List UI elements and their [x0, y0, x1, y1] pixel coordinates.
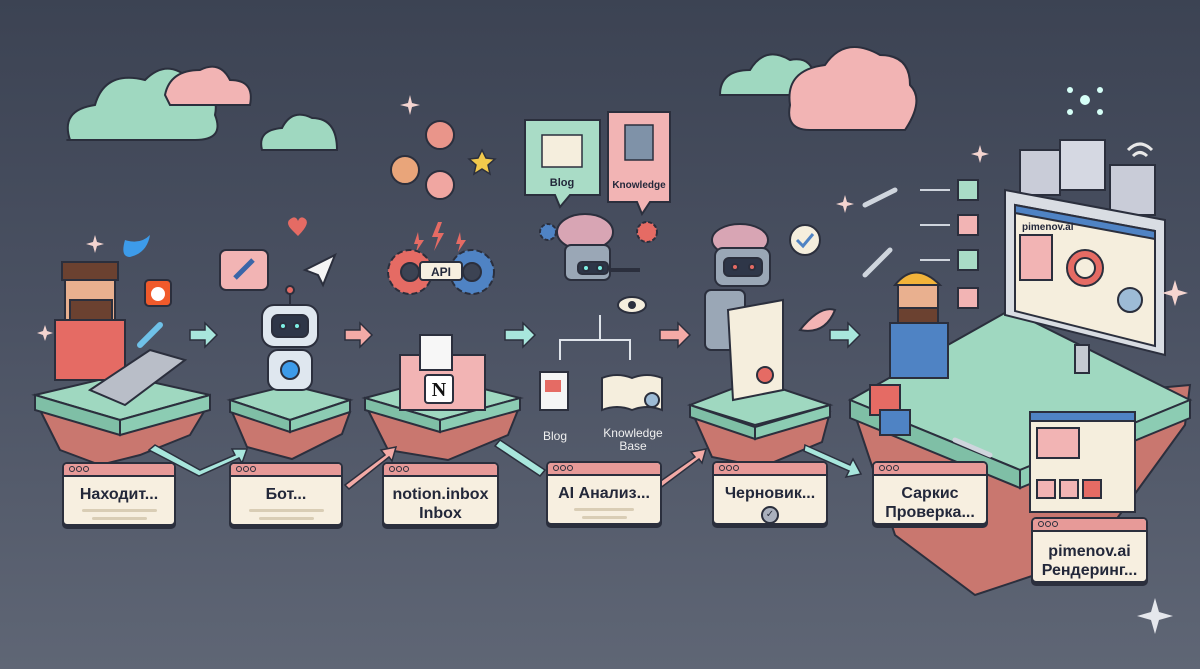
- output-blog-label: Blog: [542, 429, 568, 443]
- cloud-icon: [66, 65, 339, 151]
- blog-bubble-label: Blog: [550, 177, 574, 189]
- step-label: AI Анализ...: [558, 485, 650, 502]
- island-2: [226, 383, 354, 461]
- reddit-icon: [144, 279, 172, 307]
- writer-robot-icon: [704, 223, 837, 402]
- step-label: notion.inbox: [392, 486, 489, 503]
- heart-icon: [288, 217, 307, 236]
- step-card-7: pimenov.ai Рендеринг...: [1031, 517, 1148, 583]
- step-card-4: AI Анализ...: [546, 461, 662, 525]
- network-icon: [1067, 87, 1103, 115]
- person-laptop-icon: [54, 261, 188, 407]
- monitor-icon: pimenov.ai: [1004, 188, 1166, 374]
- step-label: Саркис: [901, 485, 959, 502]
- wifi-icon: [1126, 142, 1154, 158]
- step-label: Находит...: [79, 486, 159, 503]
- step-sublabel: Inbox: [419, 505, 462, 522]
- branch-arrows: [559, 315, 631, 360]
- coin-icon: [390, 120, 455, 200]
- step-sublabel: Проверка...: [885, 504, 975, 521]
- knowledge-bubble: Knowledge: [607, 111, 671, 217]
- notion-inbox-icon: N: [399, 334, 486, 411]
- link-icon: [137, 322, 163, 348]
- builder-icon: [869, 271, 949, 436]
- knowledge-book-icon: [601, 374, 663, 412]
- island-5: [686, 378, 834, 469]
- blog-bubble: Blog: [524, 119, 601, 209]
- star-icon: [467, 148, 497, 176]
- blog-document-icon: [539, 371, 569, 411]
- wrench-icon: [862, 187, 993, 458]
- step-card-3: notion.inbox Inbox: [382, 462, 499, 526]
- step-card-1: Находит...: [62, 462, 176, 526]
- api-badge: API: [419, 261, 463, 281]
- cloud-icon: [718, 46, 918, 131]
- twitter-icon: [123, 235, 150, 257]
- sparkle-icon: [37, 95, 1188, 634]
- arrow-icon: [147, 321, 863, 491]
- eye-icon: [617, 296, 647, 314]
- link-bubble-icon: [219, 249, 269, 291]
- step-card-2: Бот...: [229, 462, 343, 526]
- monitor-site-label: pimenov.ai: [1022, 222, 1074, 233]
- ai-robot-icon: [539, 213, 658, 281]
- lightning-icon: [414, 222, 466, 252]
- gear-icon: [387, 249, 495, 295]
- step-label: Черновик...: [724, 485, 816, 502]
- svg-text:N: N: [432, 379, 447, 401]
- step-card-6: Саркис Проверка...: [872, 461, 988, 525]
- step-card-5: Черновик... ✓: [712, 461, 828, 525]
- api-label: API: [431, 265, 451, 279]
- knowledge-bubble-label: Knowledge: [612, 180, 666, 191]
- step-sublabel: Рендеринг...: [1041, 562, 1138, 579]
- check-bubble-icon: [789, 224, 821, 256]
- step-label: Бот...: [265, 486, 307, 503]
- step-label: pimenov.ai: [1048, 543, 1131, 560]
- check-circle-icon: ✓: [761, 506, 779, 523]
- checklist-icon: [920, 179, 979, 309]
- paper-plane-icon: [302, 252, 337, 288]
- output-knowledge-label: Knowledge Base: [603, 426, 663, 453]
- webpage-mockup-icon: [1029, 411, 1136, 513]
- servers-icon: [1019, 139, 1156, 216]
- bot-icon: [261, 285, 319, 391]
